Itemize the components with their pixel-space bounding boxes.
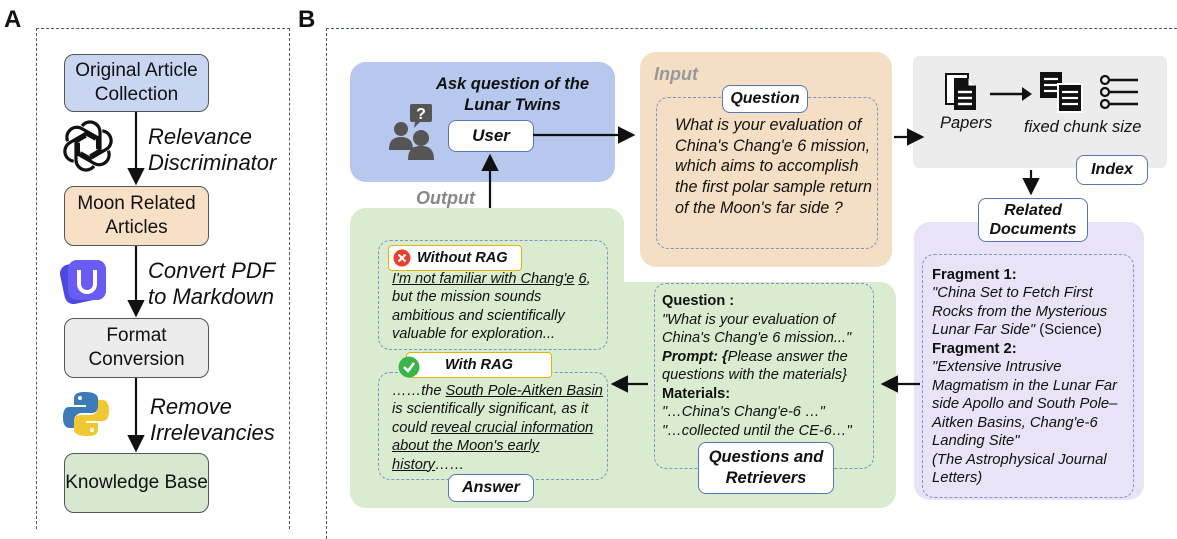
- papers-label: Papers: [940, 114, 993, 132]
- fragment-2-source: (The Astrophysical Journal Letters): [932, 451, 1107, 487]
- qr-materials-label: Materials: [662, 385, 726, 402]
- without-rag-rest: , but the mission sounds ambitious and s…: [392, 271, 591, 343]
- with-rag-check-icon: [398, 356, 420, 378]
- related-documents-dashed-box: [922, 254, 1134, 498]
- qr-prompt-label: Prompt: {: [662, 348, 728, 365]
- convert-pdf-step: Convert PDF to Markdown: [148, 258, 275, 310]
- panel-a-frame: [36, 28, 290, 529]
- without-rag-cross-icon: [393, 249, 411, 267]
- original-article-collection-box: Original Article Collection: [64, 54, 209, 112]
- without-rag-dashed-box: [378, 240, 608, 350]
- with-rag-underlined-1: South Pole-Aitken Basin: [445, 383, 603, 399]
- fixed-chunk-label: fixed chunk size: [1024, 118, 1142, 136]
- answer-tag: Answer: [448, 474, 534, 502]
- knowledge-base-box: Knowledge Base: [64, 453, 209, 513]
- fragment-2-title: Fragment 2:: [932, 340, 1017, 357]
- fragment-1-source: (Science): [1039, 322, 1102, 339]
- qr-material-2: "…collected until the CE-6…": [662, 422, 852, 439]
- with-rag-label: With RAG: [445, 357, 513, 373]
- question-tag: Question: [722, 85, 808, 113]
- papers-icon: [945, 73, 976, 110]
- with-rag-tag: With RAG: [406, 352, 552, 378]
- chunked-documents-icon: [1040, 72, 1083, 113]
- panel-b-arrows: [481, 126, 1040, 393]
- ask-question-title: Ask question of the Lunar Twins: [435, 75, 590, 114]
- relevance-discriminator-step: Relevance Discriminator: [148, 124, 277, 176]
- with-rag-text-1: ……the: [392, 383, 446, 399]
- fragment-1-text: "China Set to Fetch First Rocks from the…: [932, 285, 1108, 339]
- fragment-2-text: "Extensive Intrusive Magmatism in the Lu…: [932, 359, 1118, 450]
- without-rag-label: Without RAG: [417, 250, 508, 266]
- remove-irrelevancies-step: Remove Irrelevancies: [150, 394, 275, 446]
- qr-question-text: "What is your evaluation of China's Chan…: [662, 311, 852, 347]
- questions-retrievers-tag: Questions and Retrievers: [698, 442, 834, 494]
- with-rag-underlined-2: reveal crucial information about the Moo…: [392, 419, 594, 473]
- panel-b-frame: [326, 28, 1177, 539]
- with-rag-text-2: is scientifically significant, as it cou…: [392, 401, 589, 436]
- fragments-text: Fragment 1: "China Set to Fetch First Ro…: [932, 266, 1132, 488]
- with-rag-text-3: ……: [434, 456, 465, 473]
- qr-question-colon: :: [725, 293, 735, 309]
- moon-related-articles-box: Moon Related Articles: [64, 186, 209, 246]
- qr-material-1: "…China's Chang'e-6 …": [662, 404, 825, 421]
- qr-materials-colon: :: [725, 385, 731, 402]
- without-rag-text: I'm not familiar with Chang'e 6, but the…: [392, 270, 604, 344]
- index-tag: Index: [1076, 155, 1148, 185]
- panel-a-letter: A: [4, 6, 22, 33]
- panel-a-arrows: [127, 112, 145, 453]
- python-logo-icon: [63, 392, 109, 436]
- pdf-converter-app-icon: [59, 259, 106, 305]
- related-documents-tag: Related Documents: [978, 198, 1088, 242]
- output-label: Output: [416, 188, 475, 208]
- without-rag-underlined-2: 6: [578, 271, 587, 287]
- panel-b-letter: B: [298, 6, 316, 33]
- svg-text:?: ?: [416, 106, 426, 123]
- fragment-1-title: Fragment 1:: [932, 267, 1017, 283]
- qr-prompt-text: Please answer the questions with the mat…: [662, 348, 848, 384]
- chunk-lines-icon: [1100, 74, 1138, 110]
- qr-question-label: Question: [662, 293, 726, 309]
- user-question-icon: ?: [389, 104, 434, 160]
- related-documents-region: [914, 222, 1144, 500]
- user-button[interactable]: User: [448, 120, 534, 152]
- with-rag-text: ……the South Pole-Aitken Basin is scienti…: [392, 382, 604, 474]
- questions-retrievers-text: Question : "What is your evaluation of C…: [662, 292, 872, 440]
- without-rag-underlined-1: I'm not familiar with Chang'e: [392, 271, 575, 287]
- chunk-arrow-icon: [990, 87, 1032, 101]
- format-conversion-box: Format Conversion: [64, 318, 209, 378]
- question-text: What is your evaluation of China's Chang…: [675, 116, 873, 217]
- input-label: Input: [654, 64, 698, 84]
- openai-logo-icon: [63, 120, 113, 172]
- without-rag-tag: Without RAG: [388, 245, 522, 271]
